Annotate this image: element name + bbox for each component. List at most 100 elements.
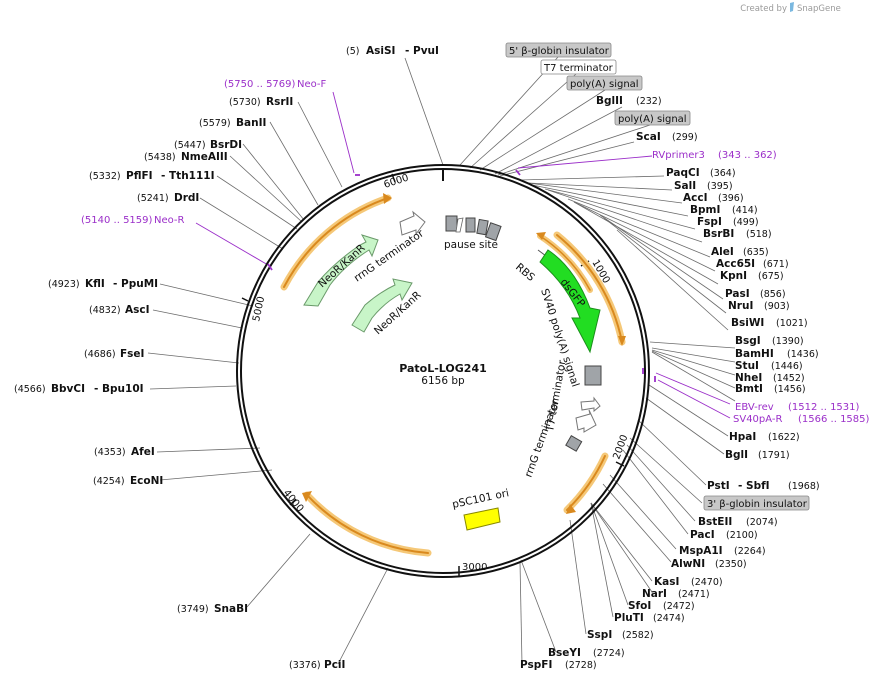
site-psti-pos: (1968) [788, 481, 820, 492]
primer-sv40par-name: SV40pA-R [733, 414, 782, 425]
site-bmti-pos: (1456) [774, 384, 806, 395]
site-nmeaiii-pos: (5438) [144, 152, 176, 163]
primer-marks [267, 169, 656, 382]
site-pluti-pos: (2474) [653, 613, 685, 624]
site-bsteii-name: BstEII [698, 516, 732, 528]
site-bsrdi-pos: (5447) [174, 140, 206, 151]
pause-site-label: pause site [444, 239, 498, 251]
sites-left: (3376) PciI (3749) SnaBI (4254) EcoNI (4… [14, 96, 345, 671]
pause-site-boxes [445, 215, 502, 242]
badge-t7-terminator-text: T7 terminator [543, 63, 614, 74]
site-pcii-name: PciI [324, 659, 345, 671]
rrng-inner-arrow [575, 409, 597, 433]
site-nhei-name: NheI [735, 372, 762, 384]
site-bsgi-name: BsgI [735, 335, 761, 347]
site-nrui-name: NruI [728, 300, 753, 312]
site-stui-pos: (1446) [771, 361, 803, 372]
leader-lines [147, 56, 736, 665]
site-bbvci-name: BbvCI [51, 383, 85, 395]
site-bsrbi-name: BsrBI [703, 228, 734, 240]
site-hpai-pos: (1622) [768, 432, 800, 443]
site-drdi-pos: (5241) [137, 193, 169, 204]
site-kpni-pos: (675) [758, 271, 784, 282]
site-alwni-name: AlwNI [671, 558, 705, 570]
site-snabi-pos: (3749) [177, 604, 209, 615]
credit-prefix: Created by [740, 4, 787, 14]
sites-right: (5) AsiSI - PvuI BglII (232) ScaI (299) … [346, 45, 820, 671]
primer-ebvrev-name: EBV-rev [735, 402, 774, 413]
site-sfoi-pos: (2472) [663, 601, 695, 612]
primer-neor-range: (5140 .. 5159) [81, 215, 153, 226]
site-bsteii-pos: (2074) [746, 517, 778, 528]
site-tth111i-name: - Tth111I [161, 170, 215, 182]
site-fspi-name: FspI [697, 216, 722, 228]
psc101-ori-box [463, 507, 501, 531]
site-sali-name: SalI [674, 180, 696, 192]
site-asisi-name: AsiSI [366, 45, 395, 57]
site-nrui-pos: (903) [764, 301, 790, 312]
site-drdi-name: DrdI [174, 192, 199, 204]
sv40-box [584, 365, 602, 386]
site-snabi-name: SnaBI [214, 603, 248, 615]
badge-polya-1: poly(A) signal [566, 75, 643, 91]
site-bglii-name: BglII [596, 95, 623, 107]
tick-5000: 5000 [251, 295, 267, 322]
site-alwni-pos: (2350) [715, 559, 747, 570]
site-pflfi-pos: (5332) [89, 171, 121, 182]
site-pspfi-pos: (2728) [565, 660, 597, 671]
site-pflfi-name: PflFI [126, 170, 153, 182]
site-bgli-name: BglI [725, 449, 748, 461]
primer-neof-range: (5750 .. 5769) [224, 79, 296, 90]
site-bmti-name: BmtI [735, 383, 763, 395]
badge-5-beta-globin-text: 5' β-globin insulator [509, 46, 610, 57]
tick-2000: 2000 [611, 433, 630, 461]
site-pcii-pos: (3376) [289, 660, 321, 671]
badge-polya-2: poly(A) signal [614, 110, 691, 126]
site-mspa1i-pos: (2264) [734, 546, 766, 557]
site-hpai-name: HpaI [729, 431, 756, 443]
site-acci-name: AccI [683, 192, 707, 204]
site-banii-name: BanII [236, 117, 266, 129]
rrng-inner-label: rrnG terminator [523, 397, 563, 479]
site-psti-name: PstI [707, 480, 730, 492]
rrng-outer-arrow [399, 210, 426, 236]
site-bamhi-name: BamHI [735, 348, 774, 360]
psc101-label: pSC101 ori [451, 487, 510, 511]
site-alei-name: AleI [711, 246, 734, 258]
site-kasi-name: KasI [654, 576, 679, 588]
site-fsei-name: FseI [120, 348, 144, 360]
site-bsiwi-name: BsiWI [731, 317, 764, 329]
dsgfp-arrow [539, 249, 601, 354]
badge-polya-1-text: poly(A) signal [570, 79, 639, 90]
site-pspfi-name: PspFI [520, 659, 552, 671]
primer-sv40par-range: (1566 .. 1585) [798, 414, 870, 425]
badge-5-beta-globin: 5' β-globin insulator [505, 42, 612, 58]
site-sbfi-name: - SbfI [738, 480, 770, 492]
tick-3000: 3000 [462, 562, 487, 573]
site-bseyi-name: BseYI [548, 647, 581, 659]
site-bpu10i-name: - Bpu10I [94, 383, 144, 395]
site-pluti-name: PluTI [614, 612, 644, 624]
site-pvui-name: - PvuI [405, 45, 439, 57]
site-paci-pos: (2100) [726, 530, 758, 541]
primer-rvprimer3-name: RVprimer3 [652, 150, 705, 161]
site-econi-pos: (4254) [93, 476, 125, 487]
site-bpmi-pos: (414) [732, 205, 758, 216]
site-sspi-pos: (2582) [622, 630, 654, 641]
site-nhei-pos: (1452) [773, 373, 805, 384]
site-kpni-name: KpnI [720, 270, 747, 282]
site-acc65i-pos: (671) [763, 259, 789, 270]
primer-neor-name: Neo-R [154, 215, 185, 226]
site-sali-pos: (395) [707, 181, 733, 192]
site-scai-pos: (299) [672, 132, 698, 143]
plasmid-name: PatoL-LOG241 [399, 362, 487, 375]
site-bseyi-pos: (2724) [593, 648, 625, 659]
site-bsrdi-name: BsrDI [210, 139, 242, 151]
site-banii-pos: (5579) [199, 118, 231, 129]
site-afei-pos: (4353) [94, 447, 126, 458]
site-sspi-name: SspI [587, 629, 612, 641]
primer-ebvrev-range: (1512 .. 1531) [788, 402, 860, 413]
site-bbvci-pos: (4566) [14, 384, 46, 395]
credit-brand: SnapGene [797, 4, 841, 14]
site-paqci-pos: (364) [710, 168, 736, 179]
